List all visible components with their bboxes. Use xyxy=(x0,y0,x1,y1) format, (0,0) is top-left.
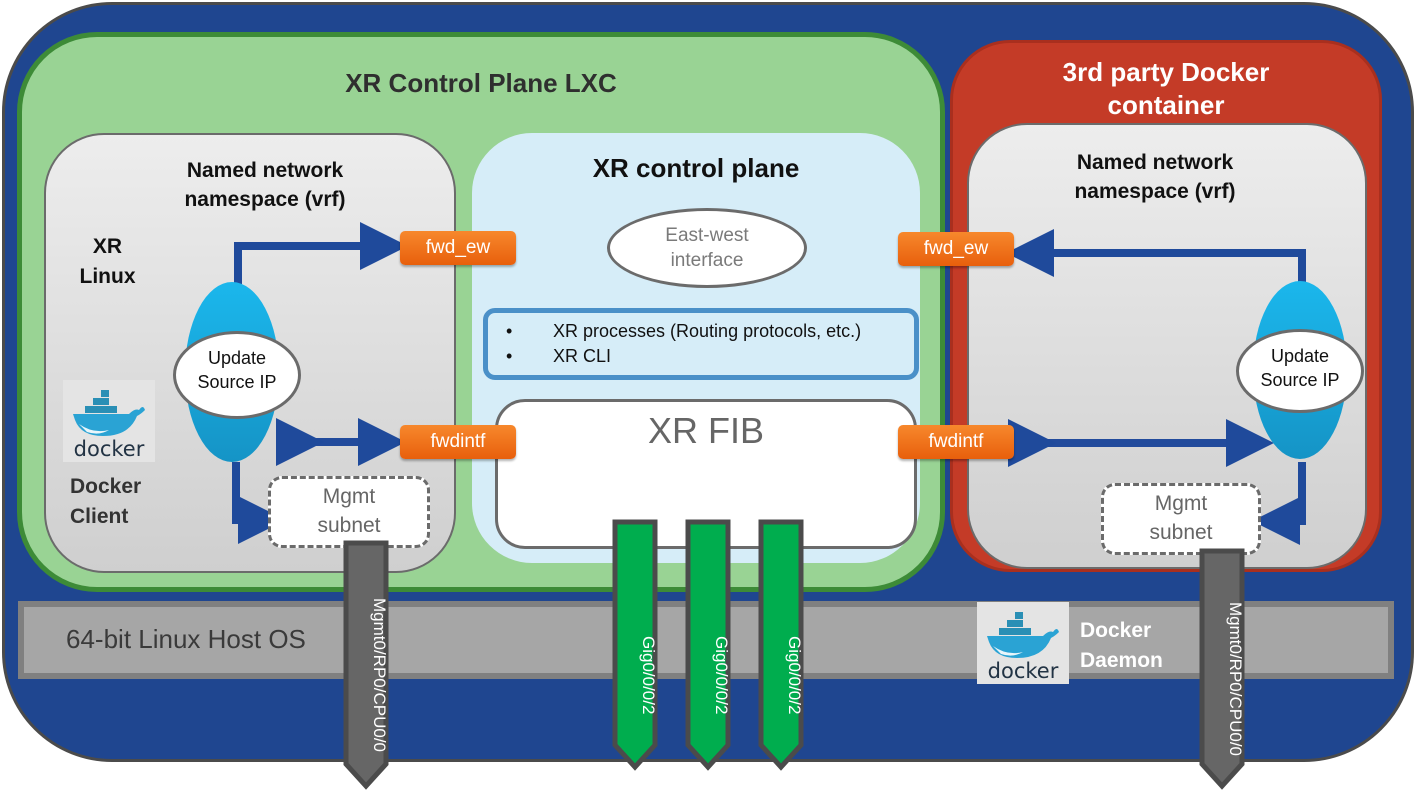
update-source-ip: Update Source IP xyxy=(173,331,301,419)
arrow-left-to-mgmt xyxy=(232,462,286,544)
interface-label: Gig0/0/0/2 xyxy=(639,635,658,715)
process-item: • XR CLI xyxy=(506,344,914,369)
port-fwd-ew-left[interactable]: fwd_ew xyxy=(400,231,516,265)
bullet: • xyxy=(506,346,513,366)
docker-logo-icon: docker xyxy=(977,602,1069,684)
xr-processes-box: • XR processes (Routing protocols, etc.)… xyxy=(483,308,919,380)
svg-text:docker: docker xyxy=(74,437,145,461)
label-line: Mgmt xyxy=(1154,492,1208,515)
xr-namespace-title: Named network namespace (vrf) xyxy=(150,156,380,214)
docker-client-label: Docker Client xyxy=(70,472,141,532)
fib-label: XR FIB xyxy=(647,410,764,451)
third-party-namespace-title: Named network namespace (vrf) xyxy=(1040,148,1270,206)
docker-logo-icon: docker xyxy=(63,380,155,462)
label-line: Docker xyxy=(70,475,142,498)
gig-interface[interactable]: Gig0/0/0/2 xyxy=(758,519,804,771)
label-line: subnet xyxy=(317,514,381,537)
process-text: XR CLI xyxy=(553,346,612,366)
label-line: XR xyxy=(92,235,123,258)
title-line: Named network xyxy=(1076,151,1234,174)
process-text: XR processes (Routing protocols, etc.) xyxy=(553,321,862,341)
label-line: Client xyxy=(70,505,129,528)
label-line: Mgmt xyxy=(322,485,376,508)
mgmt-subnet: Mgmt subnet xyxy=(268,476,430,548)
label-line: interface xyxy=(670,250,744,271)
mgmt-interface-left[interactable]: Mgmt0/RP0/CPU0/0 xyxy=(343,540,389,790)
mgmt-subnet: Mgmt subnet xyxy=(1101,483,1261,555)
east-west-interface: East-west interface xyxy=(607,208,807,288)
port-fwdintf-right[interactable]: fwdintf xyxy=(898,425,1014,459)
title-line: 3rd party Docker xyxy=(1062,57,1270,87)
interface-label: Gig0/0/0/2 xyxy=(712,635,731,715)
gig-interface[interactable]: Gig0/0/0/2 xyxy=(612,519,658,771)
docker-daemon-label: Docker Daemon xyxy=(1080,616,1163,676)
label-line: Update xyxy=(207,348,267,368)
arrow-right-to-fwd-ew xyxy=(1006,229,1306,282)
process-item: • XR processes (Routing protocols, etc.) xyxy=(506,319,914,344)
label-line: Source IP xyxy=(1260,370,1340,390)
host-os-label: 64-bit Linux Host OS xyxy=(66,624,306,654)
title-line: namespace (vrf) xyxy=(1074,180,1236,203)
port-fwd-ew-right[interactable]: fwd_ew xyxy=(898,232,1014,266)
title-line: container xyxy=(1107,90,1225,120)
bullet: • xyxy=(506,321,513,341)
title-line: namespace (vrf) xyxy=(184,188,346,211)
interface-label: Gig0/0/0/2 xyxy=(785,635,804,715)
port-fwdintf-left[interactable]: fwdintf xyxy=(400,425,516,459)
label-line: subnet xyxy=(1149,521,1213,544)
mgmt-interface-right[interactable]: Mgmt0/RP0/CPU0/0 xyxy=(1199,548,1245,790)
label-line: Daemon xyxy=(1080,649,1163,672)
svg-text:docker: docker xyxy=(988,659,1059,683)
label-line: Source IP xyxy=(197,372,277,392)
arrow-right-to-mgmt xyxy=(1252,462,1306,545)
label-line: Linux xyxy=(79,265,136,288)
label-line: Update xyxy=(1270,346,1330,366)
third-party-title: 3rd party Docker container xyxy=(950,56,1382,122)
title-line: Named network xyxy=(186,159,344,182)
label-line: Docker xyxy=(1080,619,1152,642)
interface-label: Mgmt0/RP0/CPU0/0 xyxy=(370,598,389,752)
xr-linux-label: XR Linux xyxy=(60,232,155,292)
arrow-left-to-fwd-ew xyxy=(234,222,408,284)
gig-interface[interactable]: Gig0/0/0/2 xyxy=(685,519,731,771)
label-line: East-west xyxy=(665,225,749,246)
lxc-title: XR Control Plane LXC xyxy=(345,68,617,98)
control-plane-title: XR control plane xyxy=(592,153,800,183)
interface-label: Mgmt0/RP0/CPU0/0 xyxy=(1226,602,1245,756)
update-source-ip: Update Source IP xyxy=(1236,329,1364,413)
